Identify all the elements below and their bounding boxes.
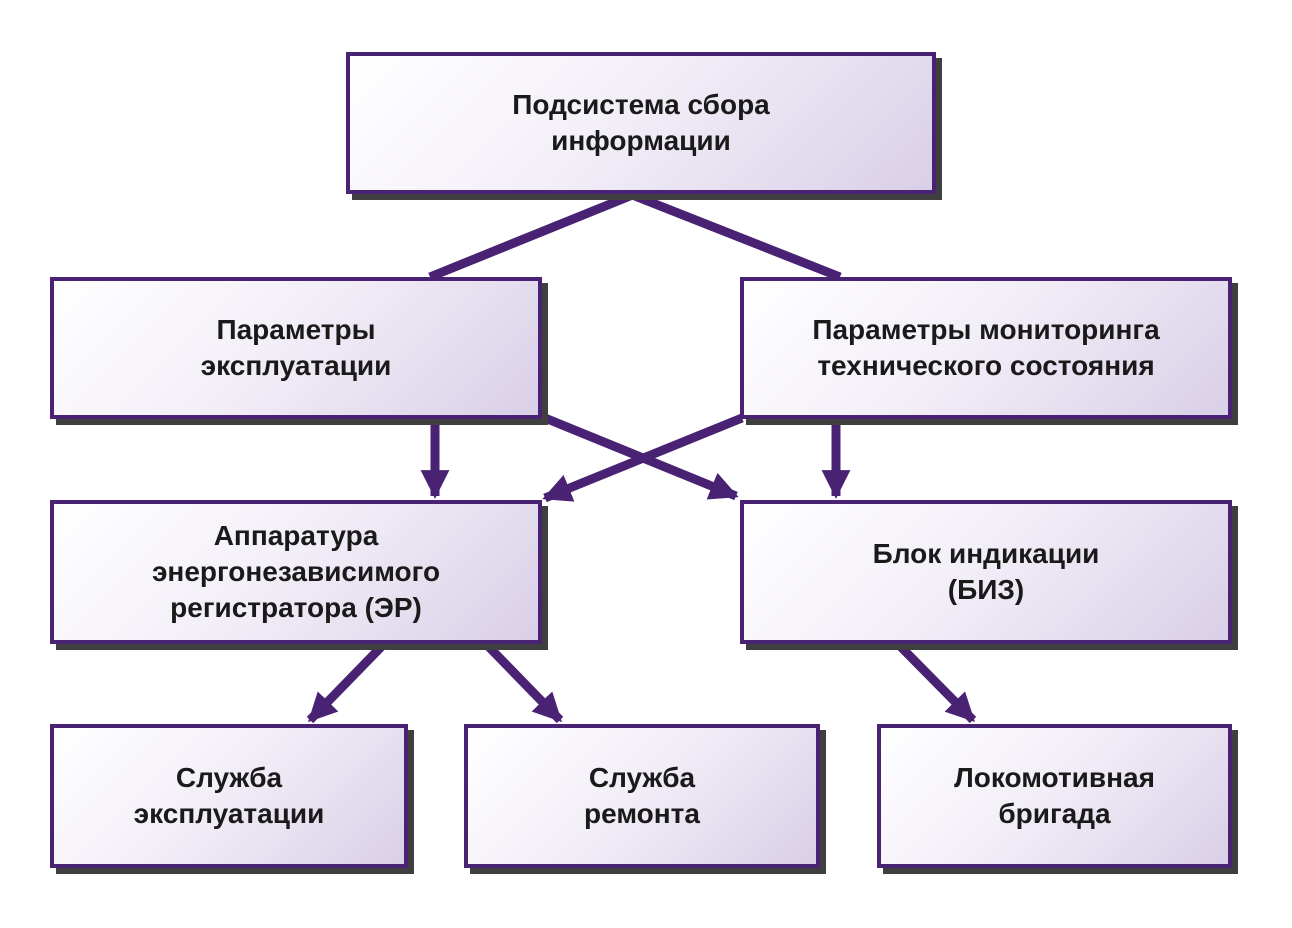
node-operation-parameters-label: Параметры эксплуатации [201,312,392,384]
connector-collection-to-monitoring-params [633,191,842,282]
arrow-recorder-to-repair-service [484,642,564,724]
label-line: Подсистема сбора [512,89,770,120]
arrow-monitoring-params-to-recorder [542,413,744,503]
label-line: Аппаратура [213,520,379,551]
arrow-recorder-to-operation-service [306,642,386,724]
node-operation-service: Служба эксплуатации [50,724,408,868]
node-nonvolatile-recorder-label: Аппаратура энергонезависимого регистрато… [152,518,440,626]
node-repair-service: Служба ремонта [464,724,820,868]
label-line: Служба [588,762,696,793]
label-line: бригада [998,798,1111,829]
label-line: регистратора (ЭР) [170,592,422,623]
node-indication-unit: Блок индикации (БИЗ) [740,500,1232,644]
arrow-indication-to-crew [896,642,977,724]
label-line: ремонта [584,798,700,829]
label-line: эксплуатации [200,350,392,381]
label-line: информации [551,125,731,156]
label-line: Параметры [216,314,376,345]
node-data-collection-subsystem: Подсистема сбора информации [346,52,936,194]
connector-collection-to-operation-params [428,191,632,282]
label-line: Служба [175,762,283,793]
label-line: (БИЗ) [947,574,1025,605]
node-repair-service-label: Служба ремонта [584,760,700,832]
node-locomotive-crew: Локомотивная бригада [877,724,1232,868]
label-line: энергонезависимого [151,556,441,587]
node-monitoring-parameters: Параметры мониторинга технического состо… [740,277,1232,419]
label-line: Локомотивная [954,762,1155,793]
node-locomotive-crew-label: Локомотивная бригада [954,760,1155,832]
node-data-collection-subsystem-label: Подсистема сбора информации [512,87,770,159]
node-operation-service-label: Служба эксплуатации [134,760,325,832]
node-operation-parameters: Параметры эксплуатации [50,277,542,419]
node-nonvolatile-recorder: Аппаратура энергонезависимого регистрато… [50,500,542,644]
node-monitoring-parameters-label: Параметры мониторинга технического состо… [812,312,1159,384]
label-line: Блок индикации [872,538,1100,569]
label-line: Параметры мониторинга [812,314,1160,345]
label-line: эксплуатации [133,798,325,829]
node-indication-unit-label: Блок индикации (БИЗ) [873,536,1100,608]
label-line: технического состояния [817,350,1155,381]
